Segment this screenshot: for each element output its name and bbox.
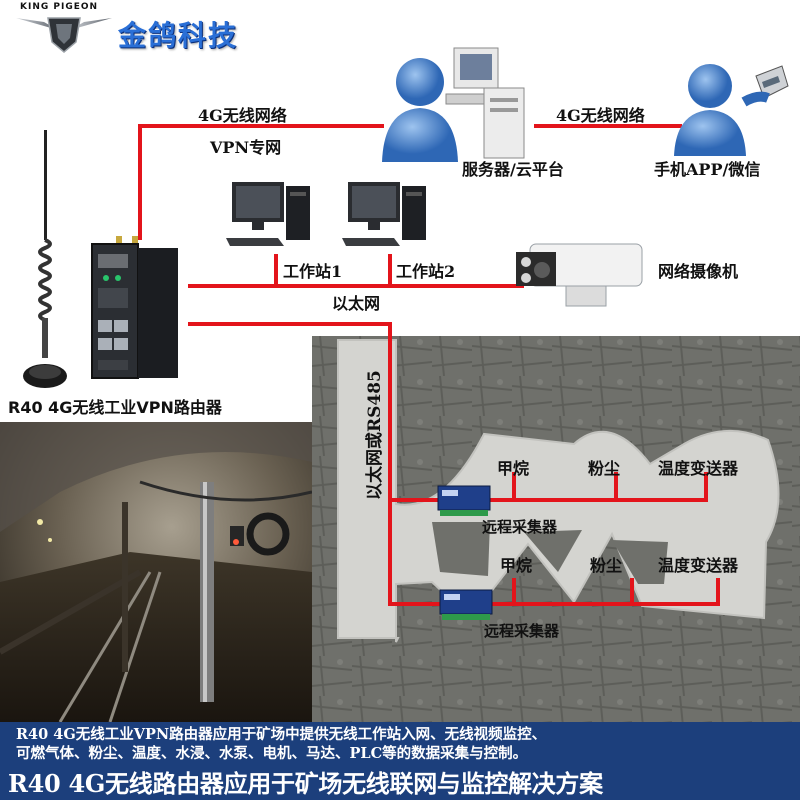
brand-name-en: KING PIGEON bbox=[20, 2, 99, 12]
footer-description-line-1: R40 4G无线工业VPN路由器应用于矿场中提供无线工作站入网、无线视频监控、 bbox=[16, 726, 547, 743]
tunnel-map bbox=[312, 336, 800, 722]
label-methane-2: 甲烷 bbox=[500, 556, 533, 575]
workstation-2-icon bbox=[342, 182, 426, 246]
ip-camera-icon bbox=[516, 243, 643, 307]
collector-1-icon bbox=[437, 485, 491, 516]
label-collector-2: 远程采集器 bbox=[484, 622, 560, 640]
footer-description-line-2: 可燃气体、粉尘、温度、水浸、水泵、电机、马达、PLC等的数据采集与控制。 bbox=[16, 745, 528, 762]
label-server: 服务器/云平台 bbox=[462, 160, 564, 179]
label-dust-1: 粉尘 bbox=[588, 459, 621, 478]
link-4g-router-server bbox=[138, 124, 384, 240]
label-workstation-1: 工作站1 bbox=[283, 262, 343, 281]
label-ip-camera: 网络摄像机 bbox=[658, 262, 739, 281]
label-vpn: VPN专网 bbox=[210, 138, 282, 157]
mobile-user-icon bbox=[674, 64, 789, 156]
link-bus bbox=[188, 322, 442, 606]
label-bus: 以太网或RS485 bbox=[365, 370, 385, 500]
label-collector-1: 远程采集器 bbox=[482, 518, 558, 536]
label-4g-right: 4G无线网络 bbox=[556, 106, 645, 125]
workstation-1-icon bbox=[226, 182, 310, 246]
footer-title: R40 4G无线路由器应用于矿场无线联网与监控解决方案 bbox=[8, 769, 603, 798]
mine-tunnel-photo bbox=[0, 422, 312, 722]
brand-name-cn: 金鸽科技 bbox=[118, 19, 239, 52]
label-temp-tx-2: 温度变送器 bbox=[658, 556, 739, 575]
label-temp-tx-1: 温度变送器 bbox=[658, 459, 739, 478]
label-ethernet: 以太网 bbox=[332, 294, 381, 313]
label-workstation-2: 工作站2 bbox=[396, 262, 456, 281]
label-router: R40 4G无线工业VPN路由器 bbox=[8, 398, 222, 417]
label-mobile: 手机APP/微信 bbox=[654, 160, 761, 179]
collector-2-icon bbox=[439, 589, 493, 620]
server-user-icon bbox=[382, 47, 525, 162]
label-methane-1: 甲烷 bbox=[497, 459, 530, 478]
label-4g-left: 4G无线网络 bbox=[198, 106, 287, 125]
antenna-icon bbox=[23, 130, 67, 388]
router-icon bbox=[91, 236, 178, 379]
label-dust-2: 粉尘 bbox=[590, 556, 623, 575]
footer-banner bbox=[0, 722, 800, 800]
king-pigeon-logo bbox=[16, 17, 112, 53]
